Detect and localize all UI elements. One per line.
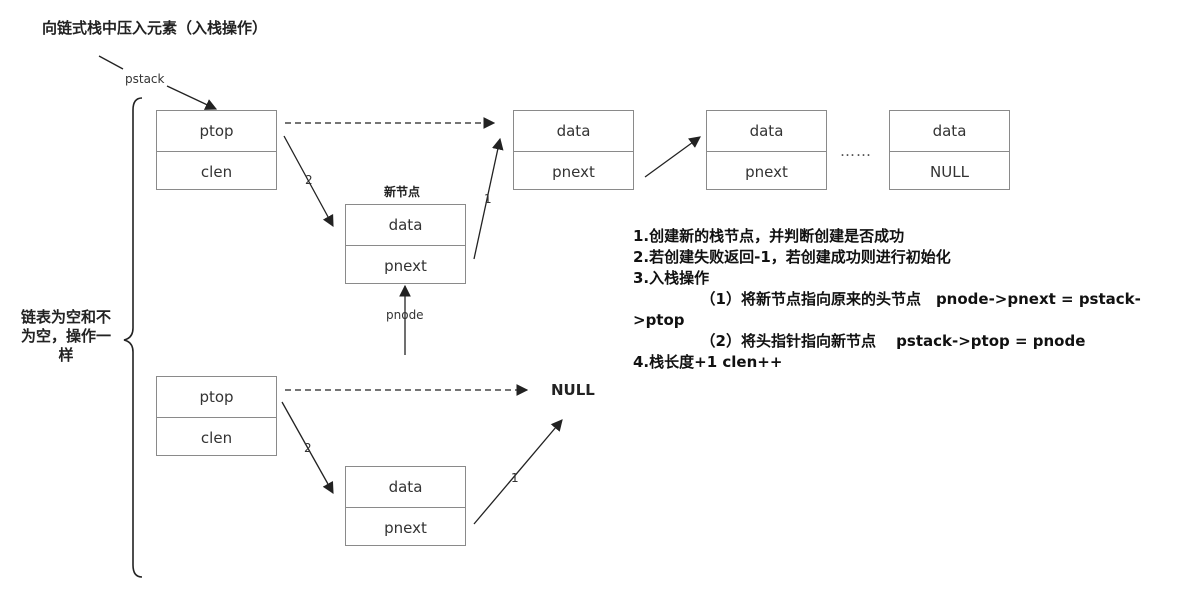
step-2-label-top: 2 (305, 173, 313, 187)
description-line: 1.创建新的栈节点，并判断创建是否成功 (633, 227, 905, 245)
clen-field: clen (157, 151, 276, 191)
left-brace (123, 97, 143, 578)
step-2-label-bottom: 2 (304, 441, 312, 455)
step2-arrow-top (283, 135, 334, 228)
step1-arrow-bottom (473, 419, 563, 525)
description-line: （1）将新节点指向原来的头节点 pnode->pnext = pstack->p… (633, 290, 1141, 329)
pnext-field: pnext (514, 151, 633, 191)
node1-to-node2-arrow (644, 136, 701, 178)
pnext-field: pnext (346, 245, 465, 285)
description-line: （2）将头指针指向新节点 pstack->ptop = pnode (633, 332, 1086, 350)
list-node-last: data NULL (889, 110, 1010, 190)
data-field: data (556, 122, 591, 140)
description-text: 1.创建新的栈节点，并判断创建是否成功 2.若创建失败返回-1，若创建成功则进行… (633, 226, 1153, 373)
description-line: 2.若创建失败返回-1，若创建成功则进行初始化 (633, 248, 951, 266)
pnext-field: pnext (707, 151, 826, 191)
step-1-label-top: 1 (484, 192, 492, 206)
clen-field: clen (157, 417, 276, 457)
stack-head-node-bottom: ptop clen (156, 376, 277, 456)
data-field: data (932, 122, 967, 140)
diagram-title: 向链式栈中压入元素（入栈操作） (42, 19, 268, 37)
description-line: 3.入栈操作 (633, 269, 710, 287)
pstack-line-a (98, 55, 124, 70)
data-field: data (388, 478, 423, 496)
ptop-field: ptop (199, 388, 234, 406)
null-field: NULL (890, 151, 1009, 191)
pnode-label: pnode (386, 308, 424, 322)
pstack-arrow (166, 85, 218, 110)
data-field: data (749, 122, 784, 140)
ellipsis: …… (840, 142, 872, 160)
brace-label: 链表为空和不为空，操作一样 (20, 308, 111, 364)
list-node-1: data pnext (513, 110, 634, 190)
step2-arrow-bottom (281, 401, 334, 495)
new-node-top: data pnext (345, 204, 466, 284)
ptop-field: ptop (199, 122, 234, 140)
step1-arrow-top (473, 137, 504, 260)
new-node-title: 新节点 (384, 185, 421, 199)
step-1-label-bottom: 1 (511, 471, 519, 485)
data-field: data (388, 216, 423, 234)
stack-head-node-top: ptop clen (156, 110, 277, 190)
description-line: 4.栈长度+1 clen++ (633, 353, 783, 371)
pnext-field: pnext (346, 507, 465, 547)
null-label-bottom: NULL (551, 381, 595, 399)
list-node-2: data pnext (706, 110, 827, 190)
pstack-label: pstack (125, 72, 165, 86)
new-node-bottom: data pnext (345, 466, 466, 546)
